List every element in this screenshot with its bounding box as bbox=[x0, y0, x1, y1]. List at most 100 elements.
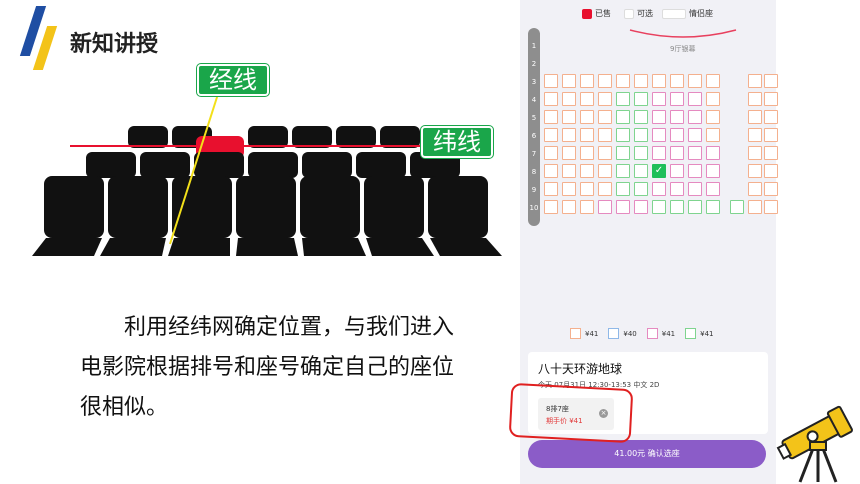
seat[interactable] bbox=[544, 128, 558, 142]
seat[interactable] bbox=[598, 110, 612, 124]
seat[interactable] bbox=[580, 92, 594, 106]
selected-seat[interactable]: ✓ bbox=[652, 164, 666, 178]
seat[interactable] bbox=[562, 92, 576, 106]
seat[interactable] bbox=[562, 74, 576, 88]
seat[interactable] bbox=[580, 200, 594, 214]
seat[interactable] bbox=[616, 182, 630, 196]
confirm-seat-button[interactable]: 41.00元 确认选座 bbox=[528, 440, 766, 468]
seat[interactable] bbox=[652, 200, 666, 214]
seat[interactable] bbox=[544, 92, 558, 106]
seat[interactable] bbox=[764, 182, 778, 196]
seat[interactable] bbox=[580, 164, 594, 178]
seat[interactable] bbox=[764, 128, 778, 142]
seat[interactable] bbox=[616, 164, 630, 178]
seat[interactable] bbox=[688, 164, 702, 178]
seat[interactable] bbox=[652, 182, 666, 196]
seat[interactable] bbox=[634, 128, 648, 142]
seat[interactable] bbox=[598, 74, 612, 88]
seat[interactable] bbox=[670, 128, 684, 142]
seat[interactable] bbox=[562, 200, 576, 214]
seat[interactable] bbox=[580, 146, 594, 160]
seat[interactable] bbox=[748, 146, 762, 160]
seat[interactable] bbox=[730, 200, 744, 214]
seat[interactable] bbox=[688, 146, 702, 160]
seat[interactable] bbox=[598, 128, 612, 142]
seat[interactable] bbox=[688, 74, 702, 88]
seat[interactable] bbox=[764, 164, 778, 178]
seat[interactable] bbox=[688, 92, 702, 106]
seat[interactable] bbox=[706, 74, 720, 88]
seat[interactable] bbox=[616, 74, 630, 88]
close-icon[interactable]: × bbox=[599, 409, 608, 418]
seat[interactable] bbox=[764, 92, 778, 106]
seat[interactable] bbox=[688, 182, 702, 196]
seat[interactable] bbox=[748, 110, 762, 124]
seat[interactable] bbox=[598, 146, 612, 160]
seat[interactable] bbox=[748, 128, 762, 142]
seat[interactable] bbox=[652, 92, 666, 106]
seat[interactable] bbox=[598, 164, 612, 178]
seat[interactable] bbox=[580, 74, 594, 88]
seat[interactable] bbox=[706, 146, 720, 160]
seat[interactable] bbox=[706, 110, 720, 124]
seat[interactable] bbox=[748, 164, 762, 178]
seat[interactable] bbox=[598, 200, 612, 214]
seat[interactable] bbox=[652, 110, 666, 124]
seat[interactable] bbox=[670, 182, 684, 196]
seat[interactable] bbox=[764, 146, 778, 160]
seat[interactable] bbox=[706, 182, 720, 196]
seat[interactable] bbox=[670, 200, 684, 214]
seat[interactable] bbox=[634, 92, 648, 106]
seat[interactable] bbox=[580, 182, 594, 196]
seat[interactable] bbox=[616, 92, 630, 106]
seat[interactable] bbox=[764, 200, 778, 214]
seat[interactable] bbox=[688, 200, 702, 214]
seat[interactable] bbox=[616, 128, 630, 142]
seat[interactable] bbox=[748, 74, 762, 88]
seat[interactable] bbox=[670, 110, 684, 124]
seat[interactable] bbox=[544, 182, 558, 196]
seat[interactable] bbox=[748, 92, 762, 106]
seat[interactable] bbox=[652, 128, 666, 142]
seat[interactable] bbox=[634, 110, 648, 124]
seat[interactable] bbox=[670, 74, 684, 88]
seat[interactable] bbox=[544, 200, 558, 214]
seat[interactable] bbox=[580, 128, 594, 142]
seat[interactable] bbox=[634, 200, 648, 214]
seat[interactable] bbox=[562, 182, 576, 196]
seat[interactable] bbox=[562, 146, 576, 160]
seat[interactable] bbox=[544, 146, 558, 160]
seat[interactable] bbox=[634, 146, 648, 160]
seat[interactable] bbox=[706, 164, 720, 178]
seat[interactable] bbox=[764, 110, 778, 124]
seat[interactable] bbox=[616, 110, 630, 124]
seat[interactable] bbox=[748, 200, 762, 214]
seat[interactable] bbox=[670, 92, 684, 106]
seat[interactable] bbox=[634, 164, 648, 178]
seat[interactable] bbox=[634, 74, 648, 88]
seat[interactable] bbox=[634, 182, 648, 196]
seat[interactable] bbox=[616, 200, 630, 214]
seat[interactable] bbox=[688, 128, 702, 142]
seat[interactable] bbox=[764, 74, 778, 88]
seat[interactable] bbox=[670, 146, 684, 160]
seat[interactable] bbox=[706, 128, 720, 142]
seat[interactable] bbox=[652, 146, 666, 160]
seat[interactable] bbox=[652, 74, 666, 88]
seat[interactable] bbox=[544, 110, 558, 124]
seat[interactable] bbox=[562, 110, 576, 124]
seat[interactable] bbox=[706, 200, 720, 214]
seat[interactable] bbox=[580, 110, 594, 124]
seat[interactable] bbox=[670, 164, 684, 178]
seat[interactable] bbox=[544, 164, 558, 178]
seat[interactable] bbox=[562, 164, 576, 178]
seat[interactable] bbox=[616, 146, 630, 160]
seat[interactable] bbox=[562, 128, 576, 142]
seat[interactable] bbox=[544, 74, 558, 88]
seat[interactable] bbox=[706, 92, 720, 106]
seat[interactable] bbox=[748, 182, 762, 196]
seat[interactable] bbox=[688, 110, 702, 124]
seat[interactable] bbox=[598, 182, 612, 196]
seat[interactable] bbox=[598, 92, 612, 106]
selected-ticket[interactable]: 8排7座 期手价 ¥41 × bbox=[538, 398, 614, 430]
